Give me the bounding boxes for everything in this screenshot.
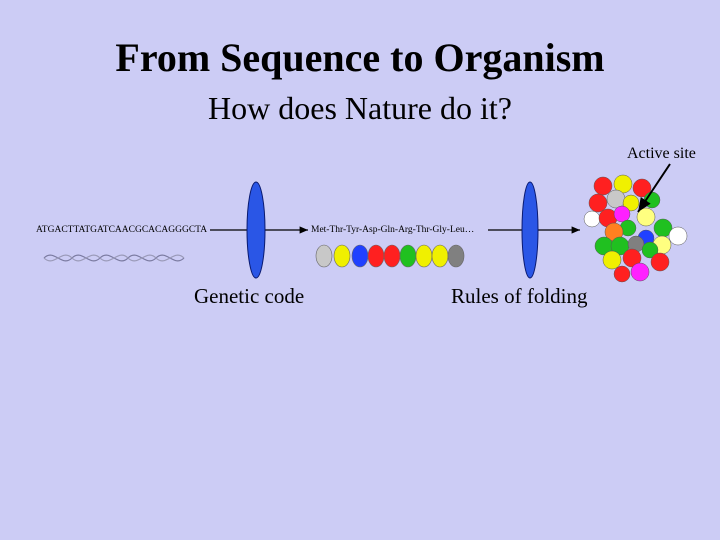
rules-of-folding-label: Rules of folding <box>451 284 588 308</box>
genetic-code-label: Genetic code <box>194 284 305 308</box>
dna-strand-drawing <box>43 254 185 262</box>
dna-sequence-text: ATGACTTATGATCAACGCACAGGGCTA <box>36 225 208 235</box>
folding-lens <box>521 181 539 279</box>
bead <box>447 244 465 268</box>
bead <box>351 244 369 268</box>
residue <box>583 210 601 228</box>
active-site-label: Active site <box>627 145 696 162</box>
residue <box>606 189 626 209</box>
residue <box>630 262 650 282</box>
bead <box>431 244 449 268</box>
bead <box>367 244 385 268</box>
slide-title: From Sequence to Organism <box>115 35 605 80</box>
residue <box>668 226 688 246</box>
residue <box>622 248 642 268</box>
residue <box>650 252 670 272</box>
genetic-code-lens <box>246 181 266 279</box>
active-site-pointer <box>637 163 671 213</box>
residue <box>593 176 613 196</box>
residue <box>602 250 622 270</box>
residue <box>641 241 659 259</box>
bead <box>333 244 351 268</box>
folded-protein-cluster <box>583 174 688 283</box>
bead <box>315 244 333 268</box>
protein-chain-beads <box>315 244 465 268</box>
residue <box>632 178 652 198</box>
bead <box>399 244 417 268</box>
residue <box>613 205 631 223</box>
protein-sequence-text: Met-Thr-Tyr-Asp-Gln-Arg-Thr-Gly-Leu… <box>311 225 475 235</box>
bead <box>383 244 401 268</box>
residue <box>613 265 631 283</box>
slide-subtitle: How does Nature do it? <box>208 90 512 126</box>
bead <box>415 244 433 268</box>
residue <box>588 193 608 213</box>
